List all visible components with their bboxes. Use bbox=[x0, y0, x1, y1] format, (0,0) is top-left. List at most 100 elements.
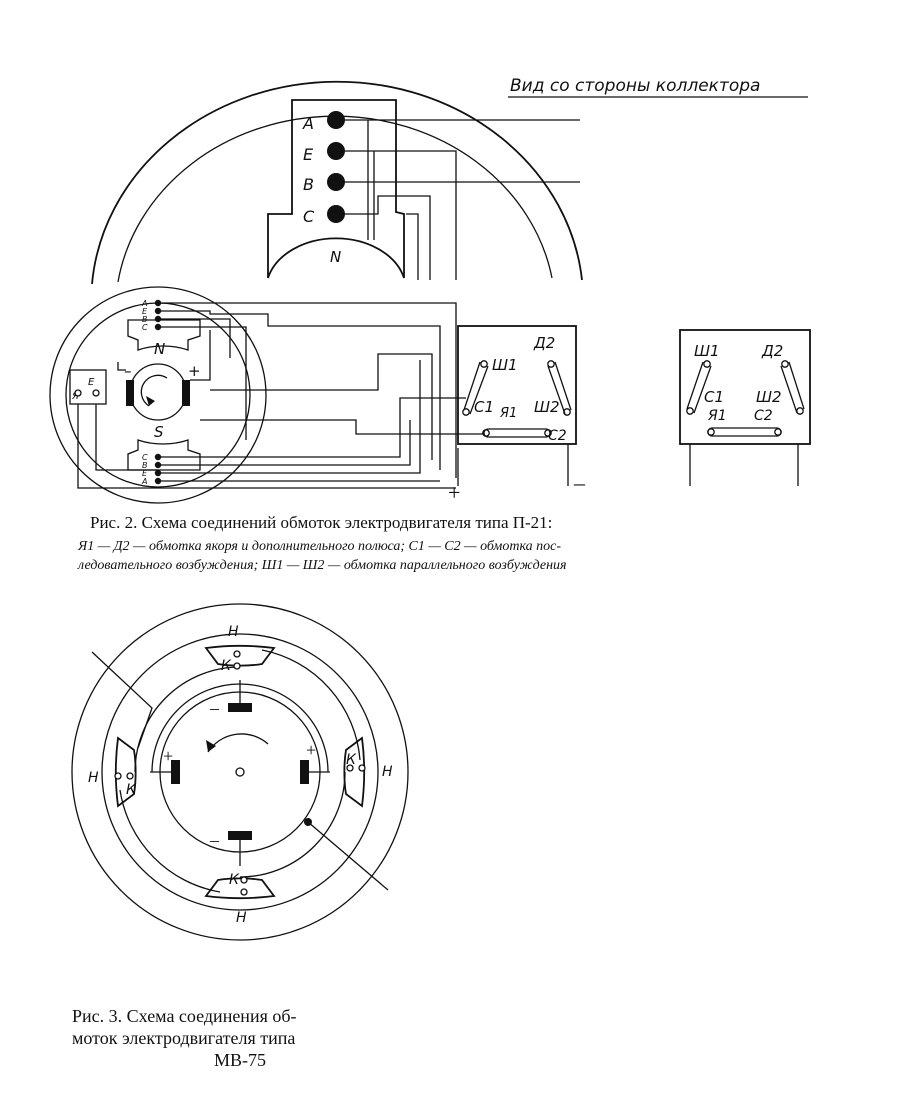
terminal-label-e: Е bbox=[303, 145, 314, 164]
box2-label-c2: С2 bbox=[754, 408, 773, 424]
box1-label-ya1: Я1 bbox=[499, 406, 517, 421]
wire-route bbox=[158, 310, 441, 470]
wire-route bbox=[158, 360, 421, 474]
mb75-pole-bottom bbox=[204, 877, 276, 899]
mb75-pole-right bbox=[343, 736, 365, 808]
box1-label-d2: Д2 bbox=[533, 334, 555, 352]
brush-lead-right bbox=[190, 330, 211, 381]
lead-inner-3 bbox=[406, 213, 419, 280]
pole-n-small bbox=[127, 319, 201, 351]
mb75-top-h: Н bbox=[228, 624, 239, 640]
fig2-caption-line2: Я1 — Д2 — обмотка якоря и дополнительног… bbox=[77, 539, 561, 554]
collector-view: N А Е В С Вид со стороны коллектора bbox=[91, 76, 808, 285]
mb75-sign-top: – bbox=[209, 698, 220, 718]
terminal-box-2: Ш1 Д2 С1 Ш2 Я1 С2 bbox=[679, 329, 811, 486]
box1-label-c2: С2 bbox=[548, 428, 567, 444]
mb75-stud bbox=[126, 772, 134, 780]
housing-outer-arc bbox=[91, 80, 583, 285]
pole-label-n-small: N bbox=[154, 340, 165, 358]
mb75-brush-bottom bbox=[228, 831, 252, 840]
box2-label-sh2: Ш2 bbox=[756, 388, 782, 406]
supply-minus: – bbox=[573, 470, 586, 495]
brush-lead-left bbox=[117, 362, 126, 371]
box2-link-left bbox=[686, 361, 712, 414]
small-term-top-e: Е bbox=[142, 307, 148, 316]
small-term-bot-a: А bbox=[141, 477, 147, 486]
box1-stud-sh1 bbox=[480, 360, 488, 368]
small-term-top-b: В bbox=[142, 315, 148, 324]
box1-label-sh1: Ш1 bbox=[492, 356, 518, 374]
box1-stud-d2 bbox=[547, 360, 555, 368]
small-term-top-a: А bbox=[141, 299, 147, 308]
mb75-brush-right bbox=[300, 760, 309, 784]
fig2-caption-line3: ледовательного возбуждения; Ш1 — Ш2 — об… bbox=[77, 558, 567, 573]
brush-minus: – bbox=[124, 362, 132, 380]
box2-label-d2: Д2 bbox=[761, 342, 783, 360]
rotation-arrow bbox=[140, 374, 168, 407]
wire-route bbox=[95, 404, 158, 471]
mb75-stud bbox=[233, 650, 241, 658]
wire-route bbox=[158, 326, 247, 440]
box2-link-bottom bbox=[707, 427, 782, 437]
supply-plus: + bbox=[448, 480, 460, 505]
wire-route bbox=[200, 419, 486, 435]
wire-route bbox=[158, 420, 411, 466]
fig3-caption-line2: моток электродвигателя типа bbox=[72, 1028, 295, 1048]
small-term-bot-e: Е bbox=[142, 469, 148, 478]
mb75-stud bbox=[346, 764, 354, 772]
pole-label-s-small: S bbox=[154, 423, 164, 441]
mb75-stud bbox=[240, 888, 248, 896]
mb75-right-h: Н bbox=[382, 764, 393, 780]
mb75-left-h: Н bbox=[88, 770, 99, 786]
wire-route bbox=[210, 353, 433, 460]
pole-label-n: N bbox=[330, 248, 341, 266]
mb75-pole-left bbox=[115, 736, 137, 808]
mb75-bottom-h: Н bbox=[236, 910, 247, 926]
motor-diagram: N S А Е В С С В Е А – + Е Я bbox=[49, 286, 486, 504]
box2-label-ya1: Я1 bbox=[707, 408, 727, 424]
terminal-box-1: Ш1 Д2 С1 Я1 Ш2 С2 + – bbox=[448, 325, 586, 505]
small-term-bot-c: С bbox=[142, 453, 148, 462]
terminal-box-2-frame bbox=[679, 329, 811, 445]
field-arc bbox=[239, 771, 346, 878]
field-arc bbox=[119, 789, 221, 893]
box1-label-c1: С1 bbox=[474, 398, 494, 416]
mb75-stud bbox=[233, 662, 241, 670]
side-terminal-box bbox=[69, 369, 107, 405]
mb75-bottom-k: К bbox=[229, 872, 240, 888]
box2-stud bbox=[703, 360, 711, 368]
wire-route bbox=[158, 302, 457, 478]
box1-label-sh2: Ш2 bbox=[534, 398, 560, 416]
terminal-label-c: С bbox=[303, 207, 315, 226]
brush-plus: + bbox=[188, 362, 201, 380]
wire-route bbox=[158, 318, 231, 358]
mb75-brush-top bbox=[228, 703, 252, 712]
box2-label-sh1: Ш1 bbox=[694, 342, 720, 360]
mb75-stud bbox=[114, 772, 122, 780]
side-term-ya: Я bbox=[71, 391, 79, 402]
lead-c bbox=[336, 195, 431, 280]
wire-route bbox=[158, 397, 466, 458]
side-term-e: Е bbox=[88, 377, 95, 388]
rotation-arrow-head bbox=[146, 396, 155, 406]
lead-e bbox=[336, 150, 457, 280]
box1-stud-c1 bbox=[462, 408, 470, 416]
mb75-sign-right: + bbox=[306, 740, 316, 760]
mb75-brush-left bbox=[171, 760, 180, 784]
box1-link-bottom bbox=[483, 428, 551, 438]
box2-stud bbox=[781, 360, 789, 368]
mb75-external-lead-2 bbox=[307, 821, 389, 891]
mb75-sign-left: + bbox=[163, 746, 173, 766]
pole-s-small bbox=[127, 439, 201, 471]
mb75-stud bbox=[358, 764, 366, 772]
side-term-dot bbox=[92, 389, 100, 397]
fig3-caption-line1: Рис. 3. Схема соединения об- bbox=[72, 1006, 297, 1026]
mb75-rotation-arrow-head bbox=[206, 740, 216, 752]
box2-link-right bbox=[780, 361, 805, 414]
brush-left bbox=[126, 380, 134, 406]
small-term-top-c: С bbox=[142, 323, 148, 332]
mb75-pole-top bbox=[204, 645, 276, 667]
box1-link-left bbox=[463, 361, 489, 415]
field-arc bbox=[134, 666, 241, 773]
brush-right bbox=[182, 380, 190, 406]
